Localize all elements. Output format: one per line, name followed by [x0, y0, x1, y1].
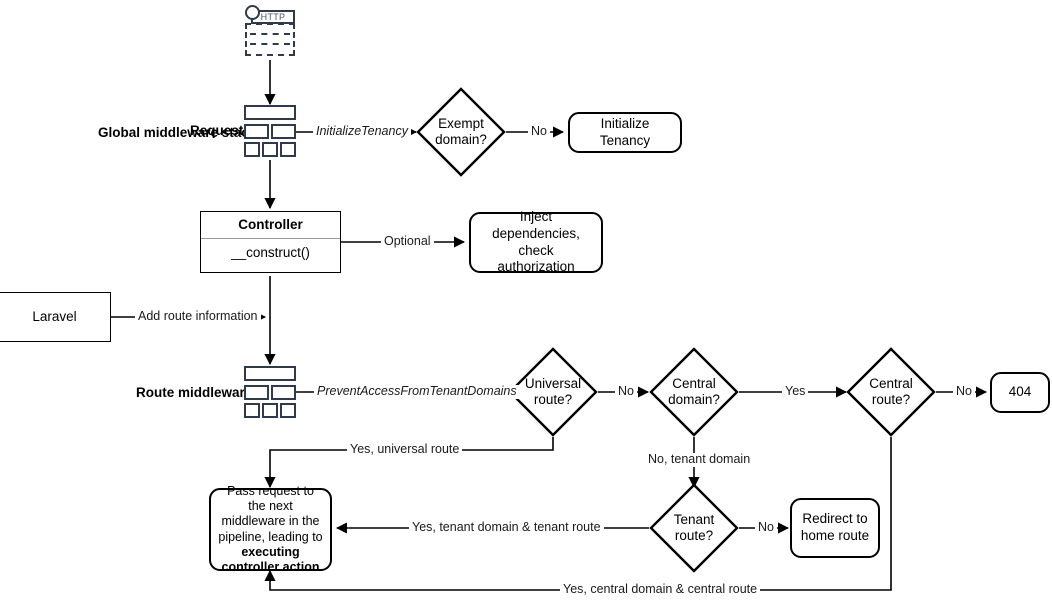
decision-line-1: Tenant — [673, 511, 715, 527]
stack-cell — [244, 105, 296, 120]
decision-central-route-label: Central route? — [852, 376, 929, 408]
diamond-shape — [649, 347, 739, 437]
edge-label-tenant-route-yes: Yes, tenant domain & tenant route — [409, 520, 604, 535]
node-404-label: 404 — [1008, 384, 1032, 400]
decision-line-1: Exempt — [438, 115, 484, 131]
diamond-shape — [846, 347, 936, 437]
edge-label-initialize-tenancy: InitializeTenancy — [313, 124, 411, 139]
edge-label-central-domain-no-tenant-domain: No, tenant domain — [645, 452, 754, 467]
node-laravel[interactable]: Laravel — [0, 292, 111, 342]
edge-label-tenant-route-no: No — [755, 520, 777, 535]
decision-line-2: domain? — [668, 392, 720, 407]
node-redirect-home-route-label: Redirect to home route — [801, 511, 869, 545]
pass-request-emphasis: executing controller action — [221, 544, 320, 574]
node-inject-dependencies[interactable]: Inject dependencies, check authorization — [469, 209, 603, 274]
decision-central-domain-label: Central domain? — [655, 376, 732, 408]
diamond-shape — [649, 483, 739, 573]
stack-row-top — [244, 366, 296, 381]
stack-cell — [244, 403, 260, 418]
edge-label-universal-route-yes: Yes, universal route — [347, 442, 463, 457]
http-request-circle-icon — [245, 5, 260, 20]
decision-central-domain[interactable]: Central domain? — [649, 347, 739, 437]
decision-line-1: Universal — [524, 375, 582, 391]
stack-row-middle — [244, 384, 296, 400]
edge-label-add-route-information: Add route information — [135, 309, 261, 324]
pass-request-text: Pass request to the next middleware in t… — [218, 483, 323, 544]
decision-line-1: Central — [672, 375, 716, 391]
stack-cell — [271, 384, 296, 400]
stack-row-top — [244, 105, 296, 120]
diamond-shape — [508, 347, 598, 437]
node-pass-request-label: Pass request to the next middleware in t… — [217, 484, 324, 576]
lane-label-global-middleware: Global middleware stack — [98, 125, 257, 140]
stack-cell — [244, 366, 296, 381]
controller-title: Controller — [201, 212, 340, 240]
inject-line-2: check authorization — [497, 242, 575, 275]
stack-row-middle — [244, 123, 296, 139]
controller-constructor: __construct() — [231, 245, 310, 261]
http-request-icon: HTTP — [245, 5, 297, 60]
edge-label-prevent-access-from-tenant-domains: PreventAccessFromTenantDomains — [314, 384, 520, 399]
decision-exempt-domain-label: Exempt domain? — [422, 116, 499, 148]
decision-central-route[interactable]: Central route? — [846, 347, 936, 437]
http-request-body-icon — [245, 23, 295, 56]
node-initialize-tenancy-label: Initialize Tenancy — [599, 115, 651, 148]
decision-universal-route-label: Universal route? — [514, 376, 591, 408]
stack-row-bottom — [244, 142, 296, 157]
node-laravel-label: Laravel — [32, 308, 77, 324]
decision-universal-route[interactable]: Universal route? — [508, 347, 598, 437]
decision-line-2: route? — [871, 392, 911, 407]
middleware-stack-icon-route — [244, 366, 296, 418]
stack-row-bottom — [244, 403, 296, 418]
decision-tenant-route-label: Tenant route? — [655, 512, 732, 544]
edge-label-central-route-yes: Yes, central domain & central route — [560, 582, 761, 597]
edge-label-central-route-no: No — [953, 384, 975, 399]
http-body-line — [250, 43, 290, 45]
decision-line-2: domain? — [435, 132, 487, 147]
decision-exempt-domain[interactable]: Exempt domain? — [416, 87, 506, 177]
edge-label-universal-route-no: No — [615, 384, 637, 399]
node-controller[interactable]: Controller __construct() — [200, 211, 341, 273]
stack-cell — [244, 123, 269, 139]
stack-cell — [262, 142, 278, 157]
redirect-line-1: Redirect to — [802, 511, 868, 527]
middleware-stack-icon-global — [244, 105, 296, 157]
stack-cell — [262, 403, 278, 418]
http-body-line — [250, 33, 290, 35]
stack-cell — [244, 142, 260, 157]
lane-label-request: Request — [190, 123, 244, 138]
decision-line-1: Central — [869, 375, 913, 391]
decision-line-2: route? — [674, 528, 714, 543]
edge-label-exempt-domain-no: No — [528, 124, 550, 139]
node-pass-request[interactable]: Pass request to the next middleware in t… — [209, 484, 332, 574]
node-inject-dependencies-label: Inject dependencies, check authorization — [479, 209, 593, 277]
stack-cell — [280, 142, 296, 157]
node-404[interactable]: 404 — [990, 372, 1050, 413]
decision-line-2: route? — [533, 392, 573, 407]
decision-tenant-route[interactable]: Tenant route? — [649, 483, 739, 573]
stack-cell — [280, 403, 296, 418]
edge-label-controller-optional: Optional — [381, 234, 434, 249]
node-redirect-home-route[interactable]: Redirect to home route — [790, 498, 880, 558]
inject-line-1: Inject dependencies, — [492, 208, 580, 241]
stack-cell — [271, 123, 296, 139]
node-initialize-tenancy[interactable]: Initialize Tenancy — [568, 112, 682, 153]
redirect-line-2: home route — [800, 528, 870, 543]
diamond-shape — [416, 87, 506, 177]
lane-label-route-middleware: Route middleware — [136, 385, 253, 400]
edge-label-central-domain-yes: Yes — [782, 384, 809, 399]
stack-cell — [244, 384, 269, 400]
